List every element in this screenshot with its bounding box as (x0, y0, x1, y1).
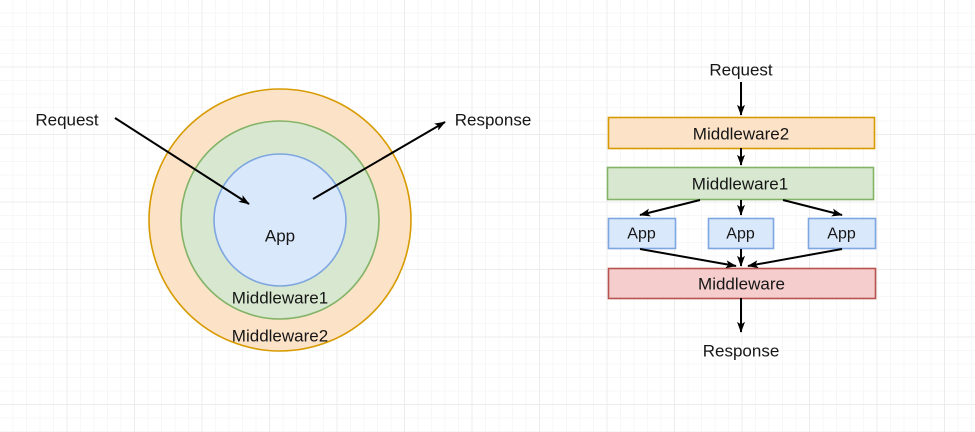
arrow-request (114, 117, 250, 205)
box-middleware[interactable] (607, 267, 877, 300)
ring-app (213, 153, 347, 287)
box-app-3[interactable] (807, 217, 877, 250)
arrow-response (312, 121, 446, 200)
box-app-1[interactable] (607, 217, 677, 250)
box-middleware1[interactable] (606, 166, 875, 201)
box-middleware2[interactable] (607, 116, 876, 150)
onion-arrows-group (114, 117, 446, 205)
onion-rings-group (148, 88, 412, 352)
pipeline-boxes-group (606, 116, 877, 300)
box-app-2[interactable] (707, 217, 775, 250)
connector-app-1-to-middleware (639, 248, 737, 269)
pipeline-connectors-group (639, 82, 843, 333)
connector-middleware1-to-app-1 (639, 199, 701, 217)
connector-app-3-to-middleware (747, 248, 843, 269)
connector-middleware1-to-app-3 (782, 199, 843, 217)
